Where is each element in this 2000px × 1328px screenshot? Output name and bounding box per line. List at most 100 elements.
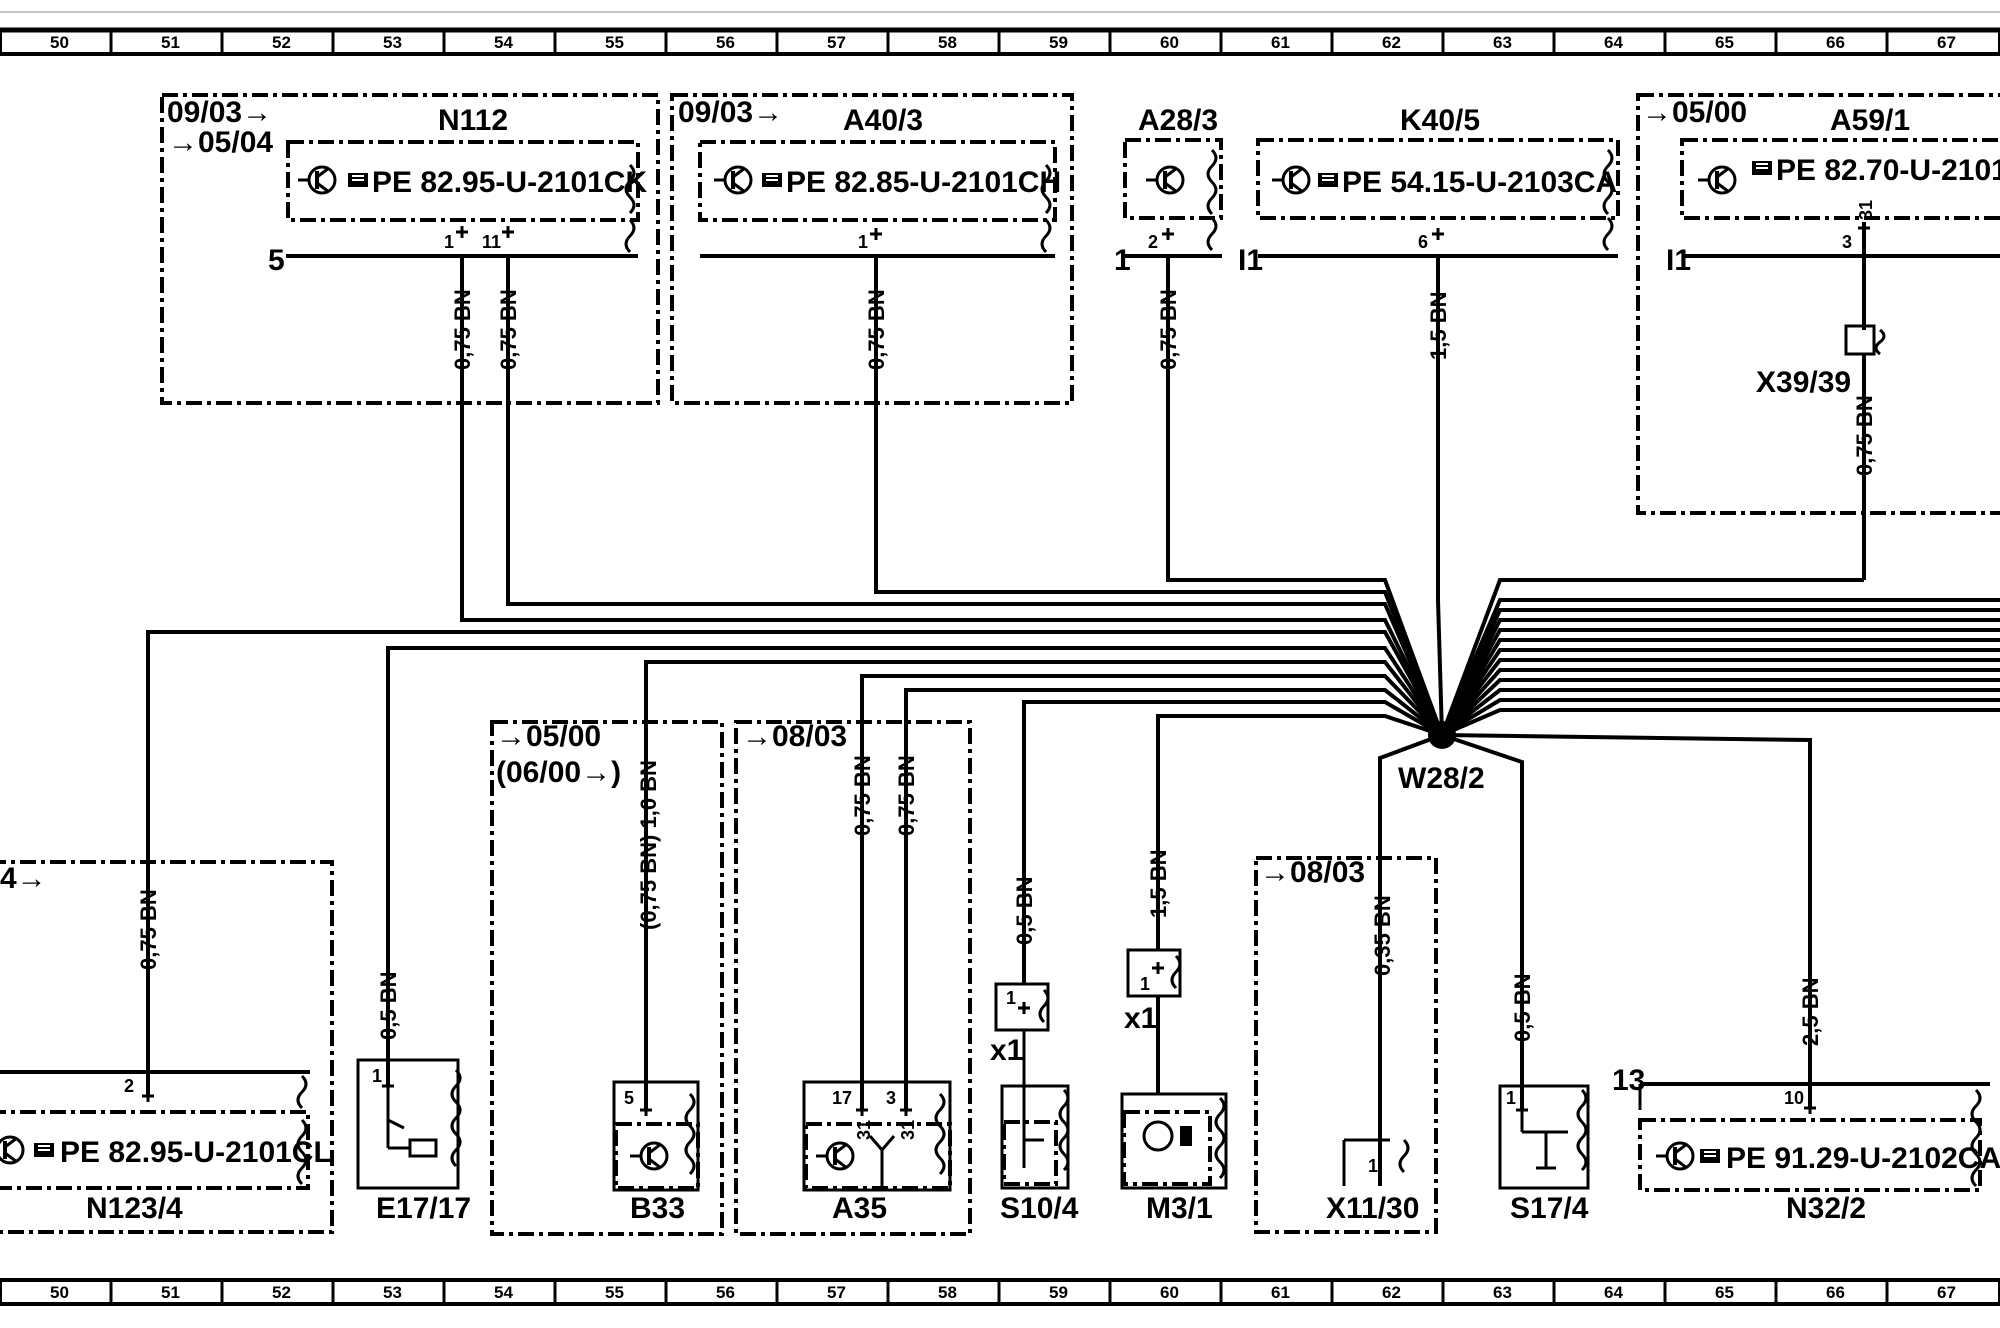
a35-pin-3: 3 xyxy=(886,1088,896,1108)
wire xyxy=(1440,668,2000,737)
top-ruler-number: 56 xyxy=(716,33,735,52)
wire xyxy=(1440,648,2000,737)
a59-1-sub-code: X39/39 xyxy=(1756,366,1851,399)
a59-1-wire-label: 0,75 BN xyxy=(1852,395,1877,476)
x11-30-wire-label: 0,35 BN xyxy=(1370,895,1395,976)
wire xyxy=(1441,733,1524,1110)
n112-pin-11: 11 xyxy=(482,232,501,252)
a35-pin-31a: 31 xyxy=(854,1120,874,1140)
a40-3-date-from: 09/03→ xyxy=(678,96,783,129)
m3-1-pin-1: 1 xyxy=(1140,974,1150,994)
a59-1-pin-3: 3 xyxy=(1842,232,1852,252)
wire xyxy=(1440,628,2000,736)
component-n112: 09/03→ →05/04 N112 PE 82.95-U-2101CK 5 1… xyxy=(160,93,660,405)
component-x11-30: →08/03 1 X11/30 0,35 BN xyxy=(1254,856,1438,1234)
component-k40-5: K40/5 PE 54.15-U-2103CA I1 6 1,5 BN xyxy=(1238,104,1620,360)
top-ruler-number: 63 xyxy=(1493,33,1512,52)
k40-5-connector: I1 xyxy=(1238,244,1263,277)
bottom-ruler-number: 66 xyxy=(1826,1283,1845,1302)
component-a40-3: 09/03→ A40/3 PE 82.85-U-2101CH 1 0,75 BN xyxy=(670,93,1074,405)
n112-pin-1: 1 xyxy=(444,232,454,252)
e17-17-code: E17/17 xyxy=(376,1192,471,1225)
top-ruler-number: 58 xyxy=(938,33,957,52)
hub-w28-2: W28/2 xyxy=(1398,721,1485,795)
wire xyxy=(1440,658,2000,737)
top-ruler-number: 51 xyxy=(161,33,180,52)
top-ruler-number: 65 xyxy=(1715,33,1734,52)
a35-wire-1-label: 0,75 BN xyxy=(850,755,875,836)
wire xyxy=(1441,733,1812,1108)
bottom-ruler-number: 53 xyxy=(383,1283,402,1302)
n32-2-code: N32/2 xyxy=(1786,1192,1866,1225)
a35-pin-31b: 31 xyxy=(898,1120,918,1140)
s10-4-code: S10/4 xyxy=(1000,1192,1079,1225)
bottom-ruler-number: 59 xyxy=(1049,1283,1068,1302)
x11-30-date: →08/03 xyxy=(1260,856,1365,889)
x11-30-code: X11/30 xyxy=(1326,1192,1419,1225)
n112-pe-ref: PE 82.95-U-2101CK xyxy=(372,166,647,199)
a28-3-code: A28/3 xyxy=(1138,104,1218,137)
wire xyxy=(1440,618,2000,736)
b33-date-to: (06/00→) xyxy=(496,756,621,789)
top-ruler-number: 57 xyxy=(827,33,846,52)
k40-5-pe-ref: PE 54.15-U-2103CA xyxy=(1342,166,1617,199)
n112-connector: 5 xyxy=(268,244,285,277)
k40-5-pin-6: 6 xyxy=(1418,232,1428,252)
bottom-ruler-number: 63 xyxy=(1493,1283,1512,1302)
s10-4-pin-1: 1 xyxy=(1006,988,1016,1008)
b33-wire-label: (0,75 BN) 1,0 BN xyxy=(636,760,661,930)
n123-4-pin-2: 2 xyxy=(124,1076,134,1096)
top-ruler-number: 64 xyxy=(1604,33,1623,52)
bottom-ruler-number: 64 xyxy=(1604,1283,1623,1302)
component-m3-1: 1 x1 M3/1 1,5 BN xyxy=(1120,850,1228,1225)
top-ruler-number: 61 xyxy=(1271,33,1290,52)
n123-4-pe-ref: PE 82.95-U-2101CL xyxy=(60,1136,332,1169)
m3-1-wire-label: 1,5 BN xyxy=(1146,850,1171,918)
bottom-ruler-number: 62 xyxy=(1382,1283,1401,1302)
wire xyxy=(1440,638,2000,737)
component-a35: →08/03 17 3 31 31 A35 0,75 BN 0,75 BN xyxy=(734,720,972,1236)
component-n32-2: 13 10 PE 91.29-U-2102CA N32/2 2,5 BN xyxy=(1612,978,2000,1225)
n123-4-code: N123/4 xyxy=(86,1192,183,1225)
component-n123-4: 4→ 2 PE 82.95-U-2101CL N123/4 0,75 BN xyxy=(0,860,334,1234)
component-a59-1: →05/00 A59/1 PE 82.70-U-2101C I1 3 31 X3… xyxy=(1636,93,2000,580)
wire xyxy=(1441,708,2000,737)
a40-3-code: A40/3 xyxy=(843,104,923,137)
bottom-ruler-number: 57 xyxy=(827,1283,846,1302)
b33-pin-5: 5 xyxy=(624,1088,634,1108)
a28-3-connector: 1 xyxy=(1114,244,1131,277)
bottom-ruler-number: 65 xyxy=(1715,1283,1734,1302)
wire xyxy=(874,256,1444,736)
a40-3-pe-ref: PE 82.85-U-2101CH xyxy=(786,166,1061,199)
bottom-ruler-number: 58 xyxy=(938,1283,957,1302)
m3-1-sub: x1 xyxy=(1124,1002,1157,1035)
n32-2-pe-ref: PE 91.29-U-2102CA xyxy=(1726,1142,2000,1175)
a59-1-pe-ref: PE 82.70-U-2101C xyxy=(1776,154,2000,187)
wire xyxy=(506,256,1444,736)
top-ruler-number: 54 xyxy=(494,33,513,52)
wire xyxy=(1378,733,1443,1186)
wire xyxy=(1440,688,2000,737)
top-ruler-number: 62 xyxy=(1382,33,1401,52)
wire xyxy=(386,646,1444,1086)
component-s10-4: 1 x1 S10/4 0,5 BN xyxy=(990,877,1079,1225)
bottom-ruler-number: 50 xyxy=(50,1283,69,1302)
s17-4-code: S17/4 xyxy=(1510,1192,1589,1225)
bottom-ruler-number: 54 xyxy=(494,1283,513,1302)
wire xyxy=(460,256,1444,736)
wire xyxy=(644,660,1444,1110)
top-ruler-number: 67 xyxy=(1937,33,1956,52)
bottom-ruler-number: 51 xyxy=(161,1283,180,1302)
n112-date-from: 09/03→ xyxy=(167,96,272,129)
wire xyxy=(1436,256,1444,736)
component-e17-17: 1 E17/17 0,5 BN xyxy=(356,972,471,1225)
wire xyxy=(1022,700,1444,984)
e17-17-pin-1: 1 xyxy=(372,1066,382,1086)
a35-date: →08/03 xyxy=(742,720,847,753)
top-ruler-number: 50 xyxy=(50,33,69,52)
s10-4-wire-label: 0,5 BN xyxy=(1012,877,1037,945)
n112-code: N112 xyxy=(438,104,508,137)
n32-2-pin-10: 10 xyxy=(1784,1088,1804,1108)
s10-4-sub: x1 xyxy=(990,1034,1023,1067)
